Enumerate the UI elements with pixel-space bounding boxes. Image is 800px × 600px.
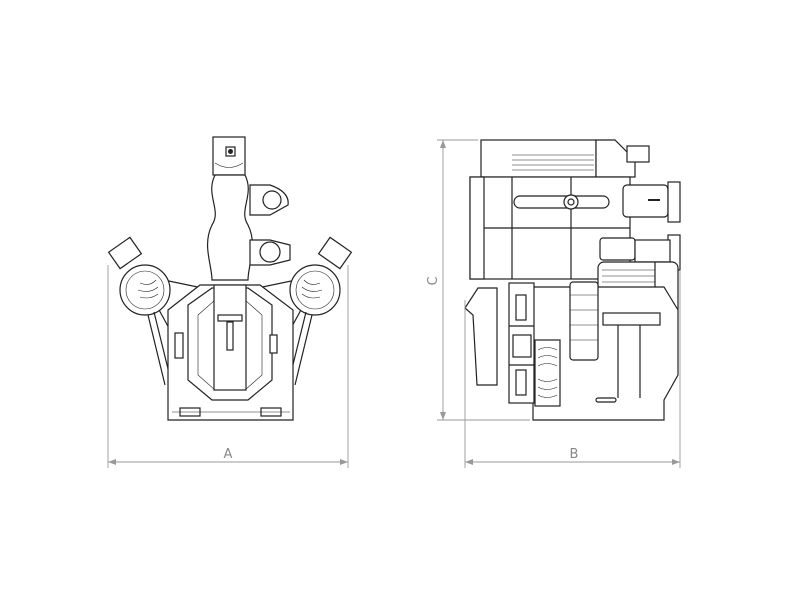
outlet-hopper [464,287,498,386]
right-fan [289,264,341,316]
conditioner-body [207,174,253,281]
dimension-c: C [426,139,530,421]
side-view [464,139,681,421]
fan-grille [534,339,561,407]
dimension-b: B [464,270,681,468]
dimension-a: A [107,265,349,468]
dimension-label-b: B [570,447,579,462]
upper-motor [622,184,669,218]
dimension-label-a: A [224,447,233,462]
left-fan [119,264,171,316]
front-view [107,136,353,421]
top-housing [480,139,597,178]
dimension-label-c: C [426,276,441,285]
